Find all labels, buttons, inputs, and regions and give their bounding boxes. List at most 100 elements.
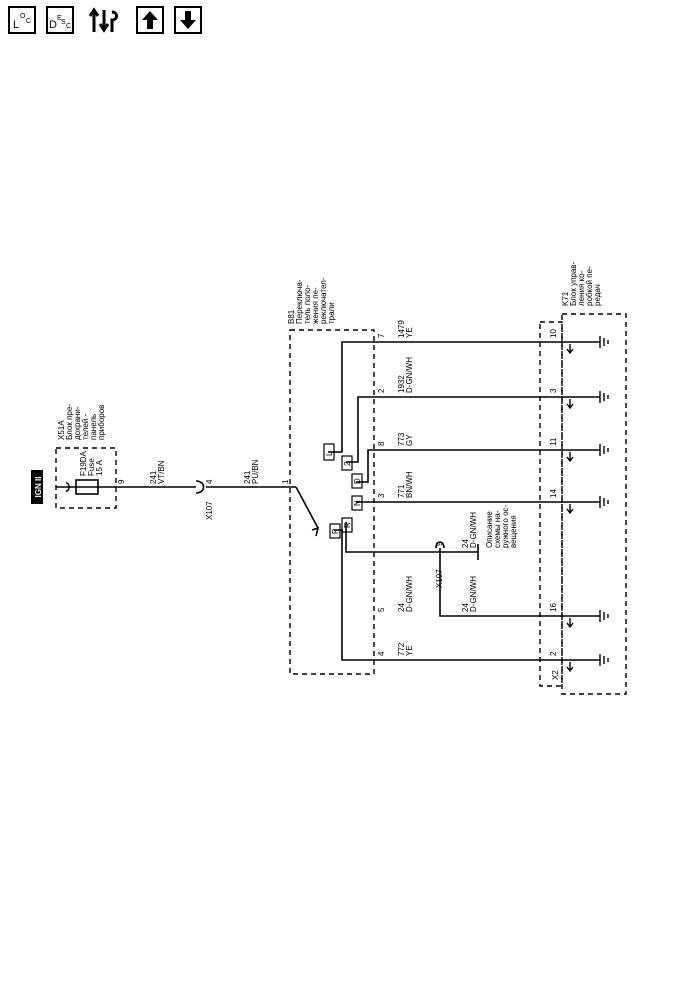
wire-1479-ye (328, 341, 560, 453)
power-ground-icon (88, 7, 118, 33)
x107-a-id: X107 (205, 501, 214, 520)
wire-num-label: 771 (397, 484, 406, 498)
fuse-rating: 15 A (95, 459, 104, 476)
connector-x107-b (435, 541, 445, 549)
connector-x107-a (195, 480, 205, 494)
wire-switch-num: 241 (243, 470, 252, 484)
power-source-label: IGN II (34, 477, 43, 498)
switch-input-pin: 1 (281, 479, 290, 484)
contact-p-label: P (331, 529, 340, 534)
fb-desc-line: Блок пре- (65, 404, 74, 440)
switch-pin-label: 5 (377, 607, 386, 612)
fuse-pin: 9 (117, 479, 126, 484)
tcm-outline (561, 313, 627, 695)
contact-d-label: D (353, 478, 362, 484)
wire-fuse-color: VT/BN (157, 460, 166, 484)
fuse-block-id: X51A (57, 420, 66, 440)
switch-wiper-tip (311, 526, 320, 537)
wire-color-label: GY (405, 434, 414, 446)
tcm-ground-symbols (560, 336, 609, 673)
wire-color-label: D-GN/WH (405, 357, 414, 393)
wire-num-label: 24 (397, 603, 406, 612)
contact-r-box (341, 517, 353, 533)
branch-wire-num: 24 (461, 539, 470, 548)
x107-b-pin: 9 (435, 541, 444, 546)
wire-num-label: 772 (397, 642, 406, 656)
desc-letter-s: S (61, 19, 66, 26)
tcm-desc-line: ления ко- (577, 270, 586, 306)
lower-wire-color: D-GN/WH (469, 576, 478, 612)
wire-num-label: 1932 (397, 375, 406, 393)
wire-color-label: BN/WH (405, 471, 414, 498)
contact-2-box (341, 455, 353, 471)
ref-text-line: Описание (485, 511, 494, 548)
desc-icon: D E S C (49, 15, 71, 31)
arrow-up-icon (142, 11, 158, 29)
wire-fuse-num: 241 (149, 470, 158, 484)
tcm-pin-label: 11 (549, 437, 558, 446)
wire-24-d-gn-wh-b (439, 552, 560, 617)
loc-letter-o: O (20, 13, 26, 20)
wire-switch-color: PU/BN (251, 459, 260, 484)
fuse-block-outline (55, 447, 117, 509)
wire-772-ye (334, 529, 560, 661)
wire-num-label: 1479 (397, 320, 406, 338)
contact-n-box (351, 495, 363, 511)
tcm-pin-label: 2 (549, 651, 558, 656)
branch-wire-color: D-GN/WH (469, 512, 478, 548)
wire-color-label: D-GN/WH (405, 576, 414, 612)
power-ground-button[interactable] (88, 6, 122, 34)
ground-icon (560, 654, 609, 673)
contact-r-label: R (343, 522, 352, 528)
switch-id: B81 (287, 309, 296, 324)
contact-p-box (329, 523, 341, 539)
ground-icon (560, 610, 609, 629)
tcm-connector-id: X2 (551, 670, 560, 680)
ref-text-line: вещения (509, 515, 518, 548)
ref-text-line: ружного ос- (501, 504, 510, 548)
switch-pin-label: 4 (377, 651, 386, 656)
fb-desc-line: приборов (97, 405, 106, 440)
x107-b-id: X107 (435, 569, 444, 588)
contact-n-label: N (353, 500, 362, 506)
tcm-id: K71 (561, 291, 570, 306)
ground-icon (560, 496, 609, 515)
tcm-desc-line: Блок управ- (569, 261, 578, 306)
wire-773-gy (356, 449, 560, 483)
wire-color-label: YE (405, 645, 414, 656)
sw-desc-line: реключател- (319, 277, 328, 324)
tcm-desc-line: робкой пе- (585, 266, 594, 306)
contact-l-box (323, 443, 335, 461)
contact-l-label: L (325, 451, 334, 456)
switch-pin-label: 7 (377, 333, 386, 338)
fuse-type: Fuse (87, 458, 96, 476)
wire-color-label: YE (405, 327, 414, 338)
ground-icon (560, 391, 609, 410)
up-button[interactable] (136, 6, 164, 34)
switch-pin-label: 2 (377, 388, 386, 393)
desc-letter-e: E (57, 15, 62, 22)
tcm-pin-label: 16 (549, 603, 558, 612)
x107-a-pin: 4 (205, 479, 214, 484)
down-button[interactable] (174, 6, 202, 34)
arrow-down-icon (180, 11, 196, 29)
fb-desc-line: панель (89, 414, 98, 440)
ground-icon (560, 336, 609, 355)
switch-wiper (295, 486, 319, 529)
switch-pin-label: 3 (377, 493, 386, 498)
ref-text-line: схемы на- (493, 510, 502, 548)
tcm-connector-outline (539, 321, 563, 687)
fb-desc-line: телей - (81, 413, 90, 440)
wire-num-label: 773 (397, 432, 406, 446)
tcm-pin-label: 3 (549, 388, 558, 393)
fb-desc-line: дохрани- (73, 406, 82, 440)
desc-button[interactable]: D E S C (46, 6, 74, 34)
tcm-desc-line: редач (593, 284, 602, 306)
fuse-id: F19DA (79, 450, 88, 476)
loc-button[interactable]: L O C (8, 6, 36, 34)
lower-wire-num: 24 (461, 603, 470, 612)
contact-2-label: 2 (343, 461, 352, 466)
wire-24-d-gn-wh-a (345, 522, 441, 553)
